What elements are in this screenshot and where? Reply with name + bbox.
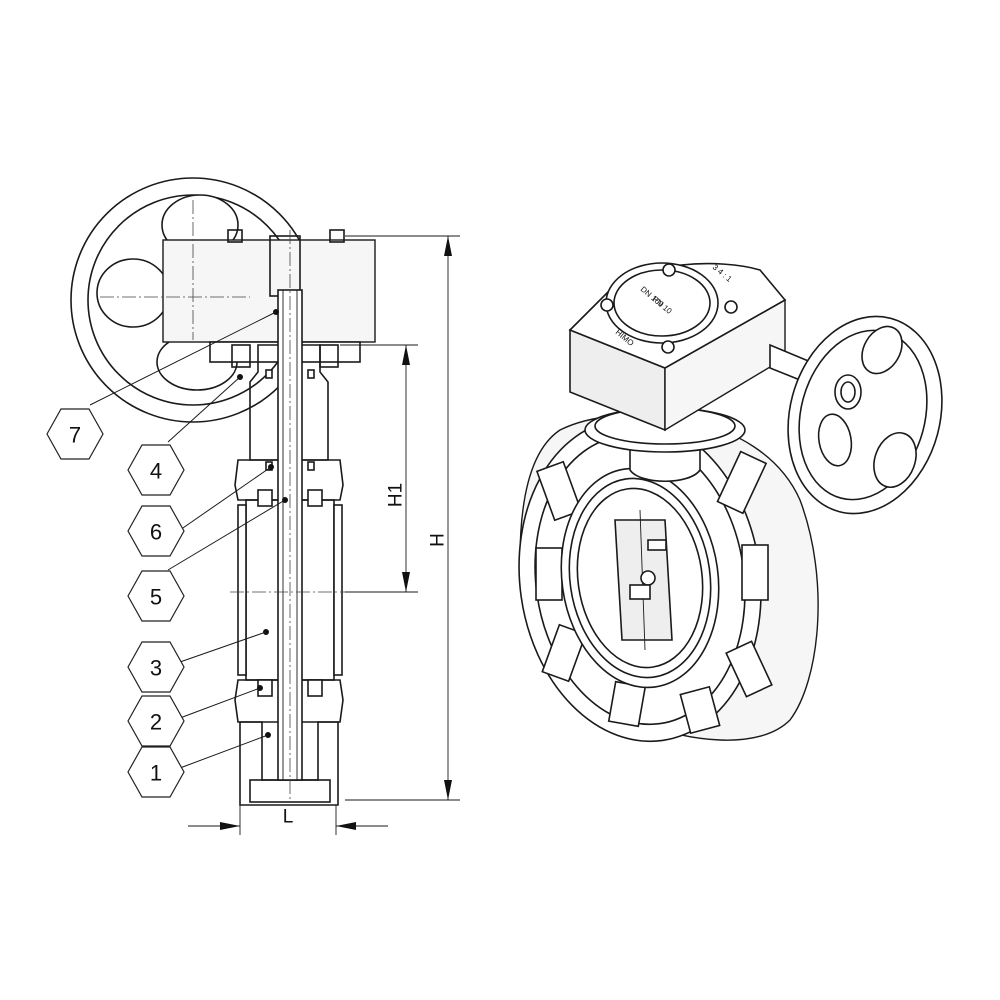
section-view: H H1 L — [46, 177, 460, 835]
dimension-h: H — [345, 235, 460, 801]
dimension-h-label: H — [428, 533, 449, 547]
valve-body-iso — [518, 414, 819, 743]
callout-7-number: 7 — [69, 423, 81, 448]
callout-2: 2 — [127, 695, 185, 747]
gearbox-iso: 3 4 : 1 DN 100 PN 10 HIMO — [568, 262, 787, 432]
isometric-view: 3 4 : 1 DN 100 PN 10 HIMO — [518, 262, 943, 743]
callout-3: 3 — [127, 641, 185, 693]
dimension-l: L — [188, 805, 388, 835]
callout-6-number: 6 — [150, 520, 162, 545]
callout-4-number: 4 — [150, 459, 162, 484]
dimension-h1: H1 — [340, 344, 418, 593]
callout-1: 1 — [127, 746, 185, 798]
callout-6: 6 — [127, 505, 185, 557]
callout-1-number: 1 — [150, 761, 162, 786]
dimension-h1-label: H1 — [386, 483, 407, 507]
handwheel-iso — [787, 315, 943, 515]
dimension-l-label: L — [283, 807, 294, 828]
callout-7: 7 — [46, 408, 104, 460]
callout-3-number: 3 — [150, 656, 162, 681]
callout-4: 4 — [127, 444, 185, 496]
callout-leaders — [89, 311, 286, 769]
callout-5: 5 — [127, 570, 185, 622]
callout-2-number: 2 — [150, 710, 162, 735]
callout-5-number: 5 — [150, 585, 162, 610]
